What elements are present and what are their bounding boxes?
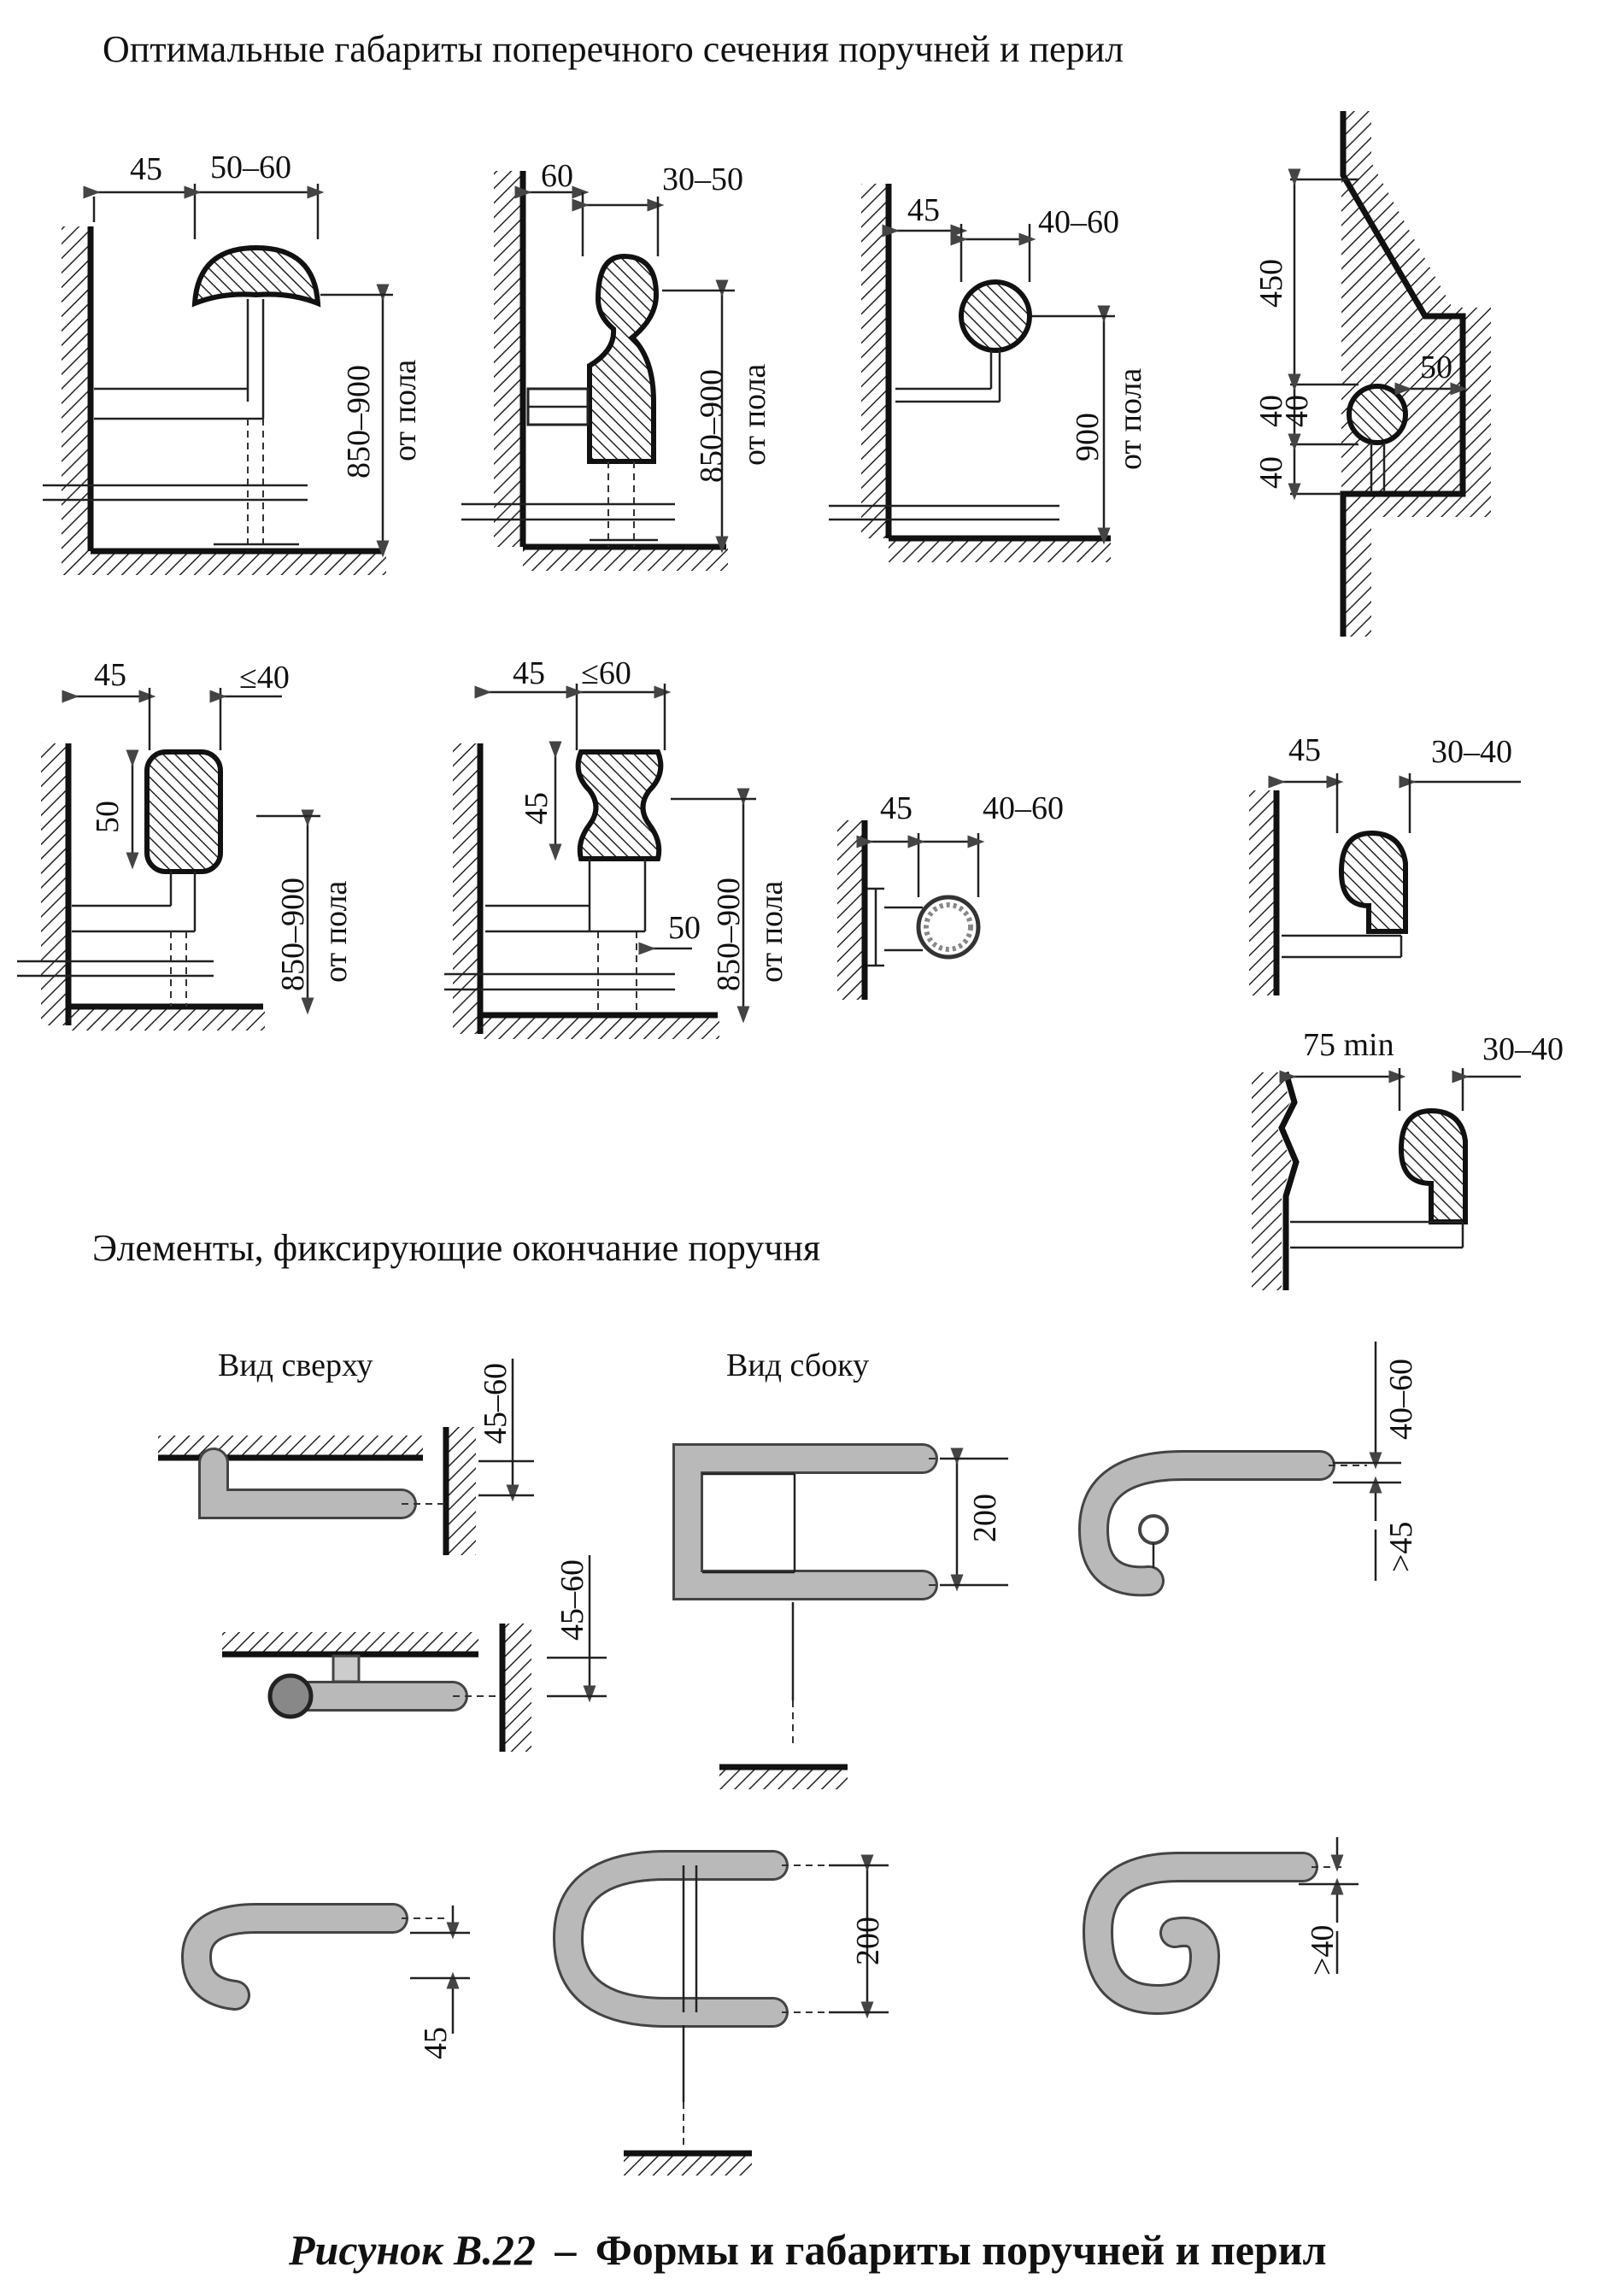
dim-s4-lower: 40 <box>1253 456 1289 489</box>
dim-s2-offset: 60 <box>541 158 573 194</box>
section-4-niche-rail: 450 40 40 40 50 <box>1253 111 1491 637</box>
dim-s3-offset: 45 <box>907 192 940 228</box>
rail-end-side-view-j: 40–60 >45 <box>1077 1342 1419 1597</box>
dim-e4-diameter: 40–60 <box>1383 1359 1419 1440</box>
view-label-side: Вид сбоку <box>726 1348 869 1383</box>
dim-s4-mid-a: 40 <box>1253 395 1289 427</box>
rail-end-top-view-1: 45–60 <box>158 1359 534 1555</box>
dim-e2: 45–60 <box>555 1559 590 1641</box>
dim-e3: 200 <box>967 1494 1003 1542</box>
dim-s4-clearance: 50 <box>1420 349 1452 385</box>
dim-s1-height: 850–900 <box>341 365 377 479</box>
dim-e4-clearance: >45 <box>1383 1522 1419 1572</box>
rail-end-hook: 45 <box>180 1903 470 2059</box>
dim-s6-height-note: от пола <box>754 881 789 983</box>
heading-cross-sections: Оптимальные габариты поперечного сечения… <box>103 28 1124 70</box>
dim-s1-width: 50–60 <box>210 150 291 185</box>
dim-s9-width: 30–40 <box>1482 1031 1564 1067</box>
dim-e1: 45–60 <box>478 1363 513 1444</box>
figure-label: Рисунок В.22 <box>288 2226 536 2274</box>
dim-s4-mid-b: 40 <box>1279 395 1315 427</box>
section-8-hook-rail: 45 30–40 <box>1249 732 1521 995</box>
dim-e6: 200 <box>850 1917 886 1965</box>
section-3-round-rail: 45 40–60 900 от пола <box>829 184 1148 562</box>
caption-title: Формы и габариты поручней и перил <box>596 2226 1327 2274</box>
dim-s2-height-note: от пола <box>736 364 772 466</box>
dim-s7-width: 40–60 <box>983 790 1064 826</box>
dim-s9-offset: 75 min <box>1303 1027 1394 1063</box>
dim-s7-offset: 45 <box>880 790 912 826</box>
dim-s4-upper: 450 <box>1253 259 1289 308</box>
dim-s6-neck: 45 <box>519 792 555 825</box>
figure-caption: Рисунок В.22 – Формы и габариты поручней… <box>288 2226 1327 2274</box>
dim-s5-height-note: от пола <box>318 881 354 983</box>
dim-s6-post: 50 <box>668 910 701 946</box>
rail-end-scroll: >40 <box>1082 1837 1358 2016</box>
section-2-profile-rail: 60 30–50 850–900 от пола <box>461 158 772 571</box>
dim-s1-height-note: от пола <box>387 360 423 461</box>
dim-s2-height: 850–900 <box>694 369 730 483</box>
section-1-mushroom-rail: 45 50–60 850–900 от пола <box>43 150 423 575</box>
dim-s6-width: ≤60 <box>581 655 631 691</box>
view-label-top: Вид сверху <box>218 1348 373 1383</box>
dim-s1-offset: 45 <box>130 151 162 187</box>
dim-s5-height: 850–900 <box>275 878 311 991</box>
dim-s8-width: 30–40 <box>1431 734 1512 770</box>
section-9-hook-rail-min: 75 min 30–40 <box>1252 1027 1564 1290</box>
dim-s6-height: 850–900 <box>711 878 747 991</box>
dim-e7: >40 <box>1305 1925 1341 1976</box>
dim-s3-height: 900 <box>1070 413 1106 461</box>
dim-s5-width: ≤40 <box>239 660 290 696</box>
dim-s5-offset: 45 <box>94 657 126 693</box>
rail-end-top-view-2: 45–60 <box>222 1555 607 1752</box>
dim-s5-grip: 50 <box>90 801 126 833</box>
caption-dash: – <box>554 2226 577 2274</box>
rail-end-u-loop-lower: 200 <box>552 1850 889 2176</box>
section-5-rounded-rail: 45 ≤40 50 850–900 от пола <box>17 657 354 1031</box>
rail-end-side-view-u: 200 <box>672 1443 1008 1789</box>
dim-s2-width: 30–50 <box>662 161 743 197</box>
dim-s3-width: 40–60 <box>1038 204 1119 240</box>
dim-e5: 45 <box>418 2027 454 2059</box>
section-7-tube-rail: 45 40–60 <box>837 790 1064 1000</box>
heading-rail-ends: Элементы, фиксирующие окончание поручня <box>92 1227 820 1269</box>
dim-s6-offset: 45 <box>513 655 545 691</box>
section-6-waisted-rail: 45 ≤60 45 50 850–900 от пола <box>444 655 789 1039</box>
dim-s3-height-note: от пола <box>1112 368 1148 470</box>
dim-s8-offset: 45 <box>1288 732 1321 768</box>
